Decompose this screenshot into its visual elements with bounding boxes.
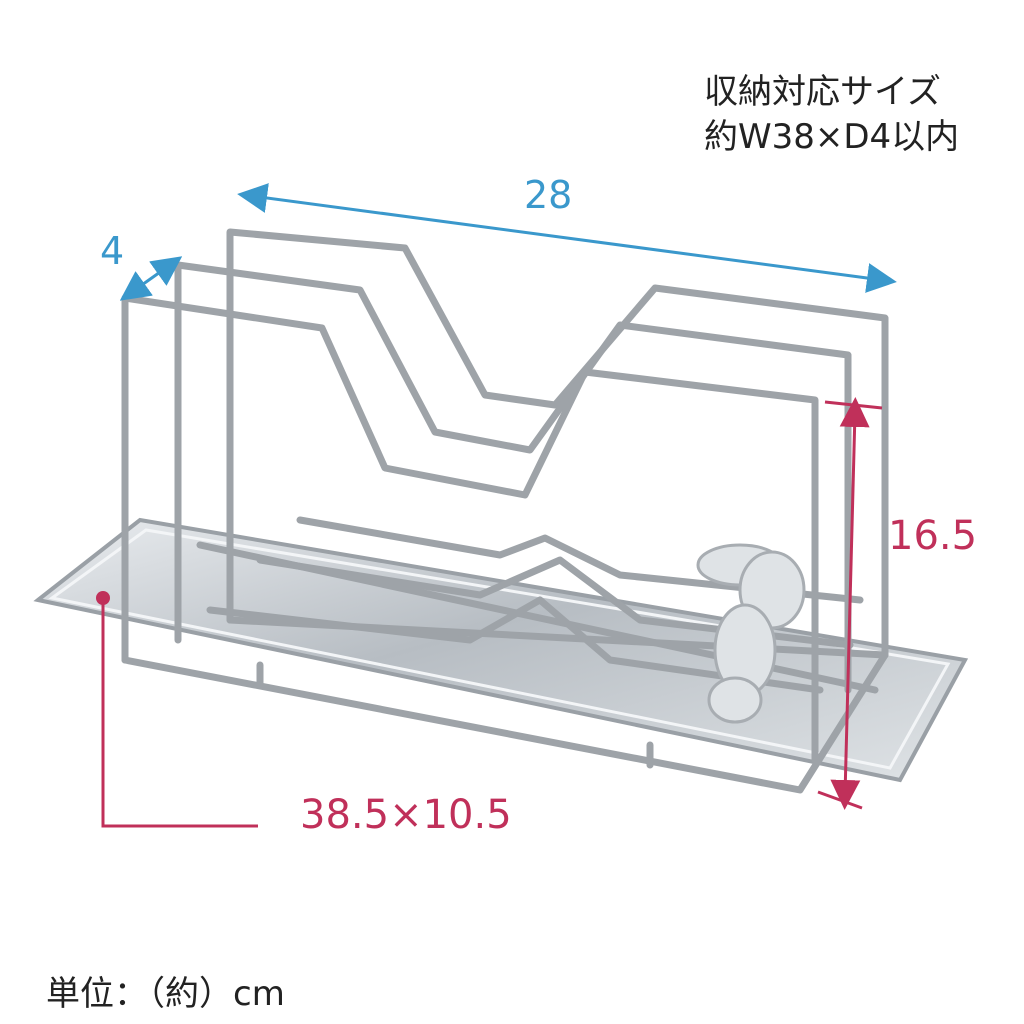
- width-arrow: [237, 183, 897, 293]
- height-arrow: [830, 397, 870, 810]
- height-top-tick: [824, 400, 883, 410]
- depth-label: 4: [100, 229, 125, 273]
- tray-leader-line: [101, 598, 258, 828]
- unit-note: 単位：（約）cm: [46, 974, 285, 1014]
- storage-size-value: 約W38×D4以内: [704, 116, 960, 157]
- tray-size-label: 38.5×10.5: [300, 792, 512, 838]
- height-bottom-tick: [817, 790, 863, 810]
- width-label: 28: [524, 173, 573, 217]
- storage-size-spec: 収納対応サイズ 約W38×D4以内: [704, 70, 959, 160]
- height-label: 16.5: [888, 513, 978, 559]
- storage-size-title: 収納対応サイズ: [704, 72, 941, 112]
- depth-arrow: [119, 256, 183, 301]
- character-ornament: [696, 543, 806, 724]
